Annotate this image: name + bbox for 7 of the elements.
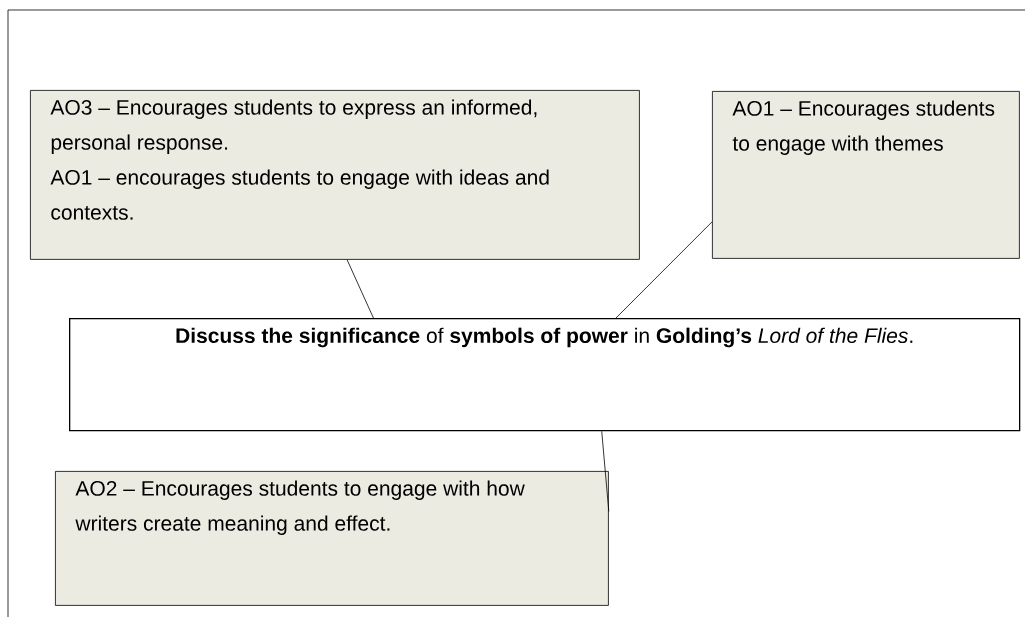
objective-box: AO2 – Encourages students to engage with how writers create meaning and effect. bbox=[55, 471, 609, 606]
leader-line bbox=[346, 259, 374, 319]
question-box: Discuss the significance of symbols of power in Golding’s Lord of the Flies. bbox=[69, 318, 1021, 432]
objective-box: AO1 – Encourages students to engage with themes bbox=[712, 91, 1020, 259]
objective-box: AO3 – Encourages students to express an informed, personal response. AO1 – encourages students to engage with ideas and contexts. bbox=[30, 90, 640, 260]
leader-line bbox=[601, 430, 610, 512]
leader-line bbox=[615, 221, 713, 319]
